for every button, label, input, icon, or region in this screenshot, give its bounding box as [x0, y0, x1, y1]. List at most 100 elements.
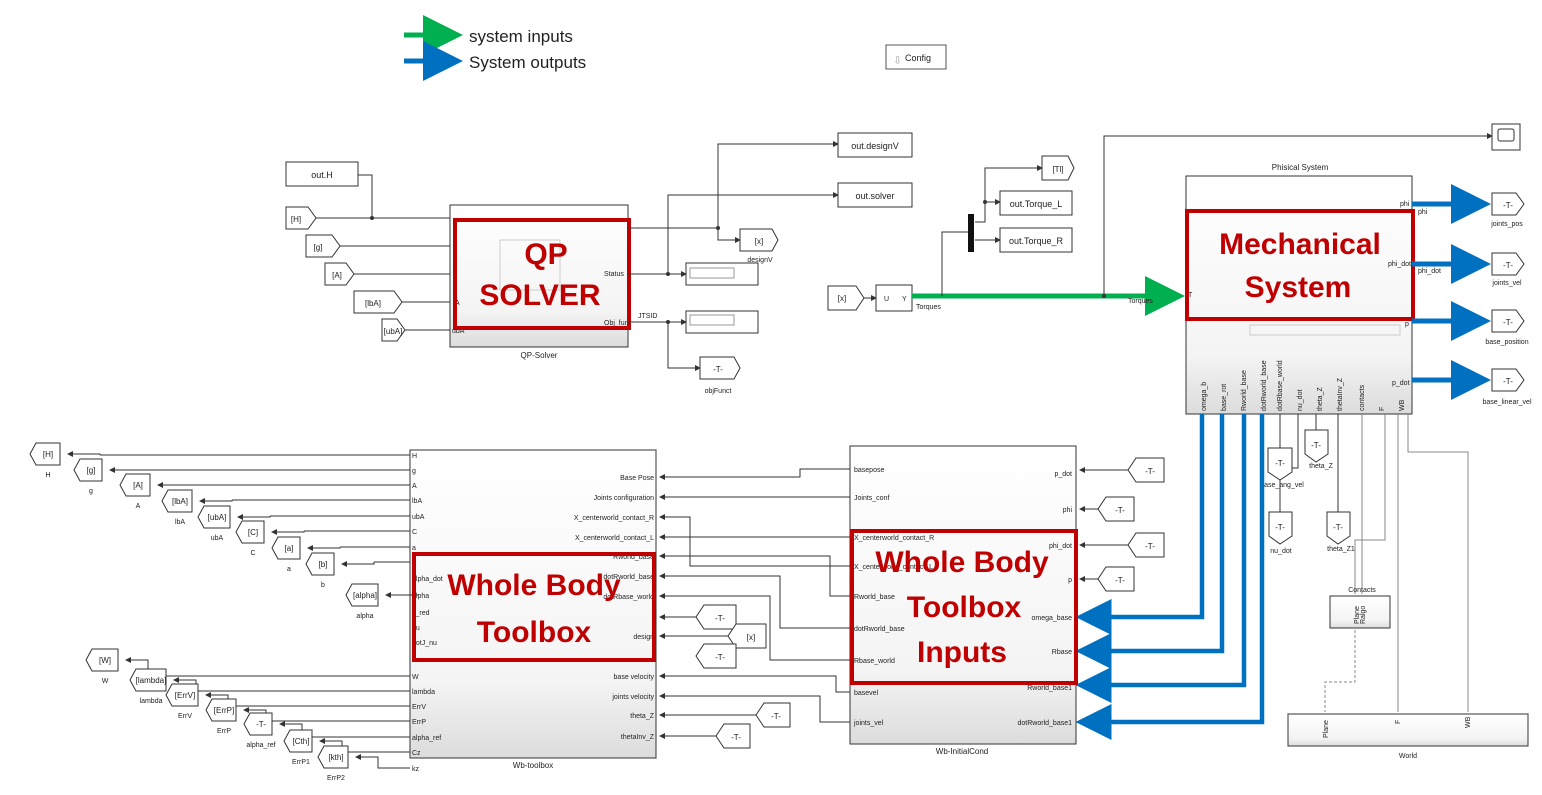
- wbt-goto-W[interactable]: [85, 648, 119, 672]
- from-lba[interactable]: [353, 290, 403, 314]
- wbt-out-Joints configuration: Joints configuration: [594, 495, 654, 502]
- wbi-right-ports: p_dotphiphi_dotpomega_baseRbaseRworld_ba…: [1018, 471, 1073, 727]
- wbt-goto-ErrP[interactable]: [205, 698, 237, 722]
- out-h-block[interactable]: [285, 161, 359, 187]
- svg-text:ErrV: ErrV: [178, 713, 192, 720]
- wbt-from-t-3[interactable]: [755, 702, 791, 728]
- wbt-goto-ErrP2[interactable]: [317, 745, 349, 769]
- wbt-goto-lambda[interactable]: [129, 668, 167, 692]
- wbt-goto-lbA[interactable]: [161, 489, 193, 513]
- wbi-out-p_dot: p_dot: [1054, 471, 1072, 478]
- svg-text:-T-: -T-: [713, 365, 723, 374]
- goto-tl[interactable]: [1041, 155, 1075, 181]
- svg-text:[alpha]: [alpha]: [353, 591, 377, 600]
- from-h[interactable]: [285, 206, 317, 230]
- out-torque-r[interactable]: [999, 227, 1073, 253]
- wbi-from-t-4[interactable]: [1097, 566, 1135, 592]
- goto-base-linear-vel[interactable]: [1491, 368, 1525, 392]
- wbt-from-t-2[interactable]: [695, 643, 737, 669]
- wbt-goto-ubA[interactable]: [197, 505, 231, 529]
- svg-text:g: g: [89, 488, 93, 495]
- svg-text:base_ang_vel: base_ang_vel: [1260, 482, 1304, 489]
- wbi-in-X_centerworld_contact_R: X_centerworld_contact_R: [854, 535, 934, 542]
- wbi-out-Rbase: Rbase: [1052, 649, 1072, 656]
- svg-text:a: a: [287, 566, 291, 573]
- svg-text:-T-: -T-: [1503, 261, 1513, 270]
- phisical-system-caption: Phisical System: [1272, 163, 1329, 172]
- wbt-from-t-4[interactable]: [715, 723, 751, 749]
- out-solver-block[interactable]: [837, 182, 913, 208]
- wbt-goto-H[interactable]: [29, 442, 61, 466]
- wbt-goto-a[interactable]: [271, 536, 301, 560]
- goto-base-position[interactable]: [1491, 309, 1525, 333]
- wbi-from-t-2[interactable]: [1097, 496, 1135, 522]
- wbt-out-Base Pose: Base Pose: [620, 475, 654, 482]
- wbt-left-tags: [H]H[g]g[A]A[lbA]lbA[ubA]ubA[C]C[a]a[b]b…: [29, 442, 418, 782]
- svg-text:Plane: Plane: [1323, 720, 1330, 738]
- wbt-from-t-1[interactable]: [695, 604, 737, 630]
- goto-base-ang-vel[interactable]: [1267, 447, 1293, 481]
- demux-bar[interactable]: [968, 214, 974, 252]
- svg-text:[a]: [a]: [285, 544, 294, 553]
- svg-text:out.designV: out.designV: [851, 141, 899, 151]
- wbi-out-phi_dot: phi_dot: [1049, 543, 1072, 550]
- config-button[interactable]: [885, 44, 947, 70]
- wbt-goto-b[interactable]: [305, 552, 335, 576]
- wbt-goto-g[interactable]: [73, 458, 103, 482]
- wbt-out-X_centerworld_contact_L: X_centerworld_contact_L: [575, 535, 654, 542]
- wbi-title-2: Toolbox: [907, 591, 1022, 624]
- wbt-goto-alpha[interactable]: [345, 583, 379, 607]
- wbi-from-t-3[interactable]: [1127, 532, 1165, 558]
- mechanical-port-thetaInv_Z: thetaInv_Z: [1337, 377, 1344, 411]
- mechanical-system-block[interactable]: [1185, 175, 1413, 415]
- wbt-in-kz: kz: [412, 766, 420, 773]
- qp-solver-block[interactable]: [449, 204, 629, 348]
- goto-theta-z1[interactable]: [1326, 511, 1351, 545]
- wbt-title-2: Toolbox: [477, 616, 592, 649]
- wbt-in-alpha_ref: alpha_ref: [412, 735, 441, 742]
- goto-theta-z[interactable]: [1304, 429, 1329, 463]
- wbi-in-X_centerworld_contact_L: X_centerworld_contact_L: [854, 564, 933, 571]
- wb-toolbox-block[interactable]: [409, 449, 657, 759]
- from-x-middle[interactable]: [827, 285, 865, 311]
- goto-joints-vel[interactable]: [1491, 252, 1525, 276]
- goto-nu-dot[interactable]: [1268, 511, 1293, 545]
- world-block[interactable]: [1287, 713, 1529, 747]
- svg-text:[g]: [g]: [87, 466, 96, 475]
- goto-joints-pos[interactable]: [1491, 192, 1525, 216]
- feedback-blue-arrows: [1075, 414, 1265, 740]
- wbt-goto-A[interactable]: [119, 473, 151, 497]
- qp-port-a: A: [455, 300, 460, 307]
- svg-text:[b]: [b]: [319, 560, 328, 569]
- mechanical-port-contacts: contacts: [1359, 384, 1366, 411]
- legend-inputs-label: system inputs: [469, 27, 573, 46]
- wbt-in-c_red: c_red: [412, 610, 430, 617]
- wbt-goto-ErrV[interactable]: [165, 683, 199, 707]
- wbt-in-lbA: lbA: [412, 498, 422, 505]
- wbt-goto-ErrP1[interactable]: [283, 729, 313, 753]
- wbt-in-dotJ_nu: dotJ_nu: [412, 640, 437, 647]
- out-designv-block[interactable]: [837, 132, 913, 158]
- contacts-block[interactable]: [1329, 595, 1391, 629]
- from-a[interactable]: [324, 262, 355, 286]
- out-torque-l[interactable]: [999, 190, 1073, 216]
- wbt-in-W: W: [412, 674, 419, 681]
- from-uba[interactable]: [381, 318, 406, 342]
- svg-text:-T-: -T-: [731, 733, 741, 742]
- wb-initialcond-block[interactable]: [849, 445, 1077, 745]
- from-g[interactable]: [305, 234, 341, 258]
- wbt-out-X_centerworld_contact_R: X_centerworld_contact_R: [574, 515, 654, 522]
- mechanical-title-2: System: [1245, 271, 1352, 304]
- wbi-from-t-1[interactable]: [1127, 457, 1165, 483]
- goto-t-objfunct[interactable]: [699, 356, 741, 380]
- goto-x-designv[interactable]: [739, 228, 779, 252]
- qp-title-1: QP: [524, 238, 567, 271]
- svg-text:-T-: -T-: [715, 614, 725, 623]
- wbt-goto-C[interactable]: [235, 520, 265, 544]
- wbt-from-x[interactable]: [727, 623, 767, 649]
- svg-text:[kth]: [kth]: [328, 753, 343, 762]
- svg-text:[ubA]: [ubA]: [384, 327, 403, 336]
- svg-text:base_linear_vel: base_linear_vel: [1482, 399, 1531, 406]
- wbt-in-ErrV: ErrV: [412, 704, 426, 711]
- wbt-goto-alpha_ref[interactable]: [243, 712, 273, 736]
